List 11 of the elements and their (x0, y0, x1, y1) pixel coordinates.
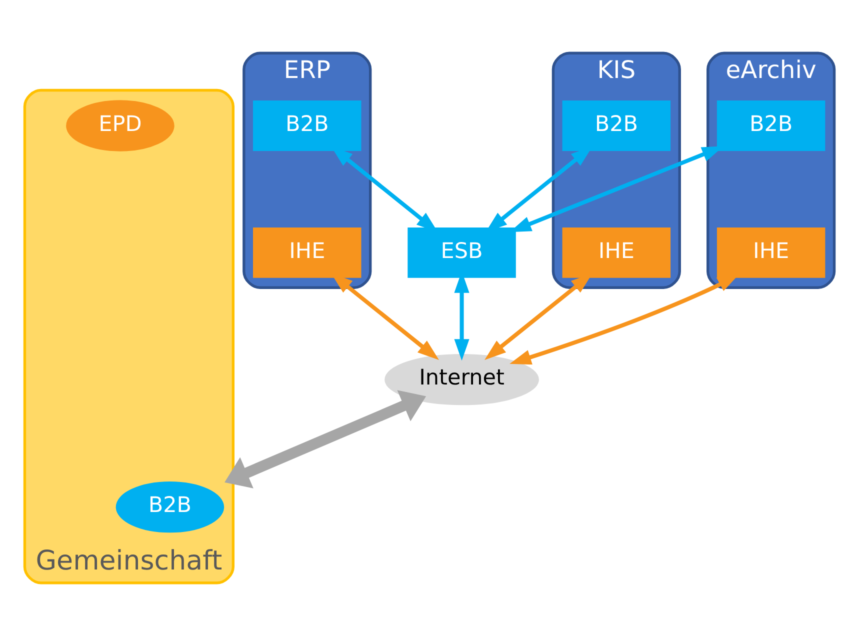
node-box: IHE (562, 227, 671, 278)
node-ellipse: EPD (66, 100, 174, 152)
node-box: B2B (562, 100, 671, 151)
node-box: ESB (408, 227, 516, 278)
node-box: B2B (716, 100, 826, 151)
node-ellipse: B2B (116, 481, 224, 533)
node-box: IHE (716, 227, 826, 278)
node-box: IHE (253, 227, 362, 278)
node-ellipse: Internet (384, 354, 539, 406)
node-box: B2B (253, 100, 362, 151)
arrow (224, 390, 426, 488)
